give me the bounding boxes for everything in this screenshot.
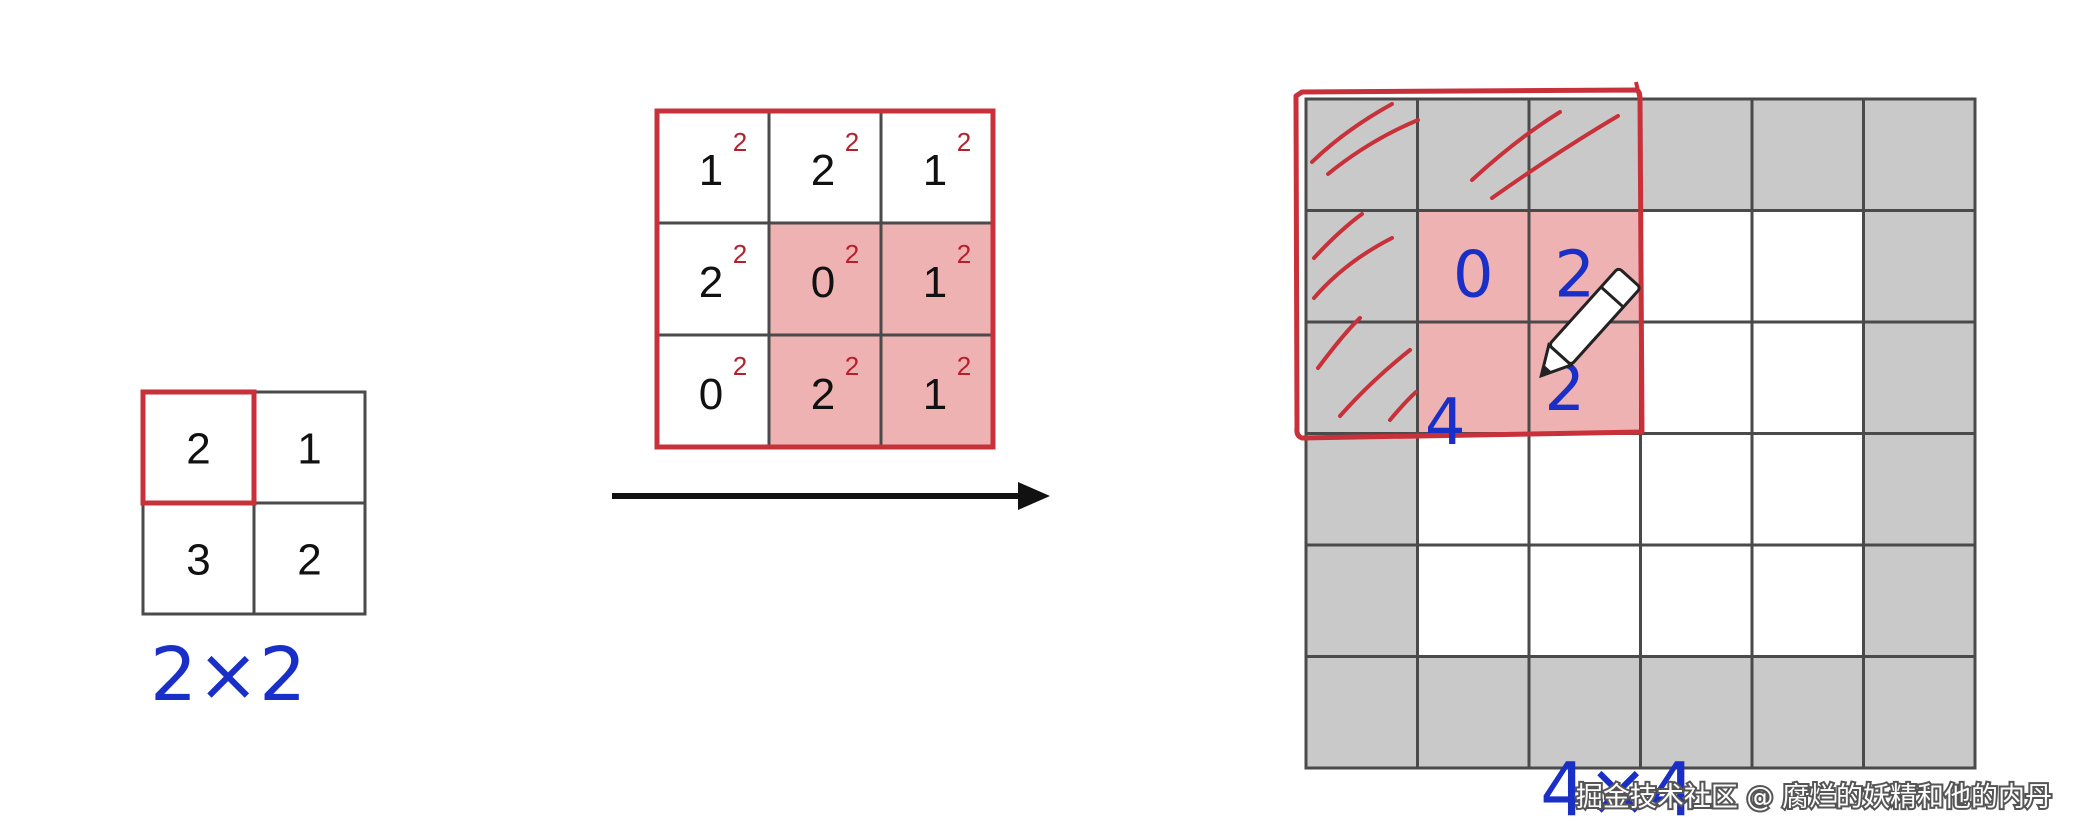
output-written-value: 4 bbox=[1425, 386, 1466, 460]
output-cell bbox=[1750, 209, 1865, 324]
kernel-cell-value: 0 bbox=[811, 258, 835, 307]
kernel-cell-superscript: 2 bbox=[957, 351, 971, 381]
output-written-value: 0 bbox=[1453, 238, 1494, 312]
output-cell bbox=[1304, 543, 1419, 658]
output-cell bbox=[1527, 432, 1642, 547]
kernel-cell-value: 0 bbox=[699, 370, 723, 419]
output-cell bbox=[1527, 97, 1642, 212]
hatch-marks bbox=[1310, 102, 1620, 422]
output-cell bbox=[1750, 432, 1865, 547]
output-size-note: 4×4 bbox=[1540, 747, 1696, 831]
output-cell bbox=[1416, 543, 1531, 658]
kernel-cell-value: 2 bbox=[811, 146, 835, 195]
kernel-cell-superscript: 2 bbox=[957, 239, 971, 269]
kernel-cell bbox=[767, 333, 883, 449]
output-cell bbox=[1639, 543, 1754, 658]
kernel-cell bbox=[767, 109, 883, 225]
output-cell bbox=[1416, 320, 1531, 435]
kernel-cell-superscript: 2 bbox=[733, 351, 747, 381]
kernel-cell-superscript: 2 bbox=[845, 127, 859, 157]
output-cell bbox=[1304, 320, 1419, 435]
kernel-cell-superscript: 2 bbox=[845, 239, 859, 269]
output-cell bbox=[1862, 320, 1977, 435]
kernel-cell bbox=[655, 333, 771, 449]
output-grid bbox=[1304, 97, 1977, 770]
output-cell bbox=[1416, 655, 1531, 770]
output-cell bbox=[1527, 543, 1642, 658]
kernel-cell-value: 1 bbox=[923, 146, 947, 195]
arrow bbox=[612, 482, 1050, 510]
output-cell bbox=[1750, 655, 1865, 770]
input-cell-value: 2 bbox=[186, 425, 210, 474]
input-cell bbox=[252, 390, 367, 505]
kernel-cell-value: 1 bbox=[923, 258, 947, 307]
output-cell bbox=[1416, 97, 1531, 212]
output-cell bbox=[1750, 97, 1865, 212]
output-cell bbox=[1862, 543, 1977, 658]
output-cell bbox=[1862, 432, 1977, 547]
kernel-cell-value: 2 bbox=[699, 258, 723, 307]
output-cell bbox=[1639, 320, 1754, 435]
output-cell bbox=[1527, 655, 1642, 770]
kernel-cell-superscript: 2 bbox=[733, 239, 747, 269]
output-cell bbox=[1862, 655, 1977, 770]
input-grid: 2 1 3 2 bbox=[140, 389, 367, 616]
output-cell bbox=[1862, 209, 1977, 324]
kernel-cell-superscript: 2 bbox=[957, 127, 971, 157]
output-cell bbox=[1862, 97, 1977, 212]
kernel-cell-value: 2 bbox=[811, 370, 835, 419]
input-cell-value: 1 bbox=[297, 425, 321, 474]
input-highlight-frame bbox=[140, 389, 257, 506]
output-cell bbox=[1304, 432, 1419, 547]
kernel-cell-value: 1 bbox=[923, 370, 947, 419]
output-cell bbox=[1639, 432, 1754, 547]
output-cell bbox=[1304, 655, 1419, 770]
output-cell bbox=[1639, 97, 1754, 212]
output-window-frame bbox=[1293, 81, 1645, 441]
kernel-cell-value: 1 bbox=[699, 146, 723, 195]
pencil-icon bbox=[1539, 267, 1641, 379]
input-cell-value: 3 bbox=[186, 536, 210, 585]
kernel-cell bbox=[879, 109, 995, 225]
output-cell bbox=[1750, 320, 1865, 435]
watermark: 掘金技术社区 @ 腐烂的妖精和他的内丹 bbox=[1576, 782, 2052, 813]
output-cell bbox=[1750, 543, 1865, 658]
kernel-cell-superscript: 2 bbox=[733, 127, 747, 157]
input-cell bbox=[252, 501, 367, 616]
input-cell-value: 2 bbox=[297, 536, 321, 585]
output-cell bbox=[1304, 209, 1419, 324]
kernel-frame bbox=[654, 108, 996, 450]
output-cell bbox=[1639, 209, 1754, 324]
kernel-cell-superscript: 2 bbox=[845, 351, 859, 381]
input-size-note: 2×2 bbox=[150, 632, 306, 718]
kernel-cell bbox=[767, 221, 883, 337]
output-cell bbox=[1416, 209, 1531, 324]
output-cell bbox=[1639, 655, 1754, 770]
